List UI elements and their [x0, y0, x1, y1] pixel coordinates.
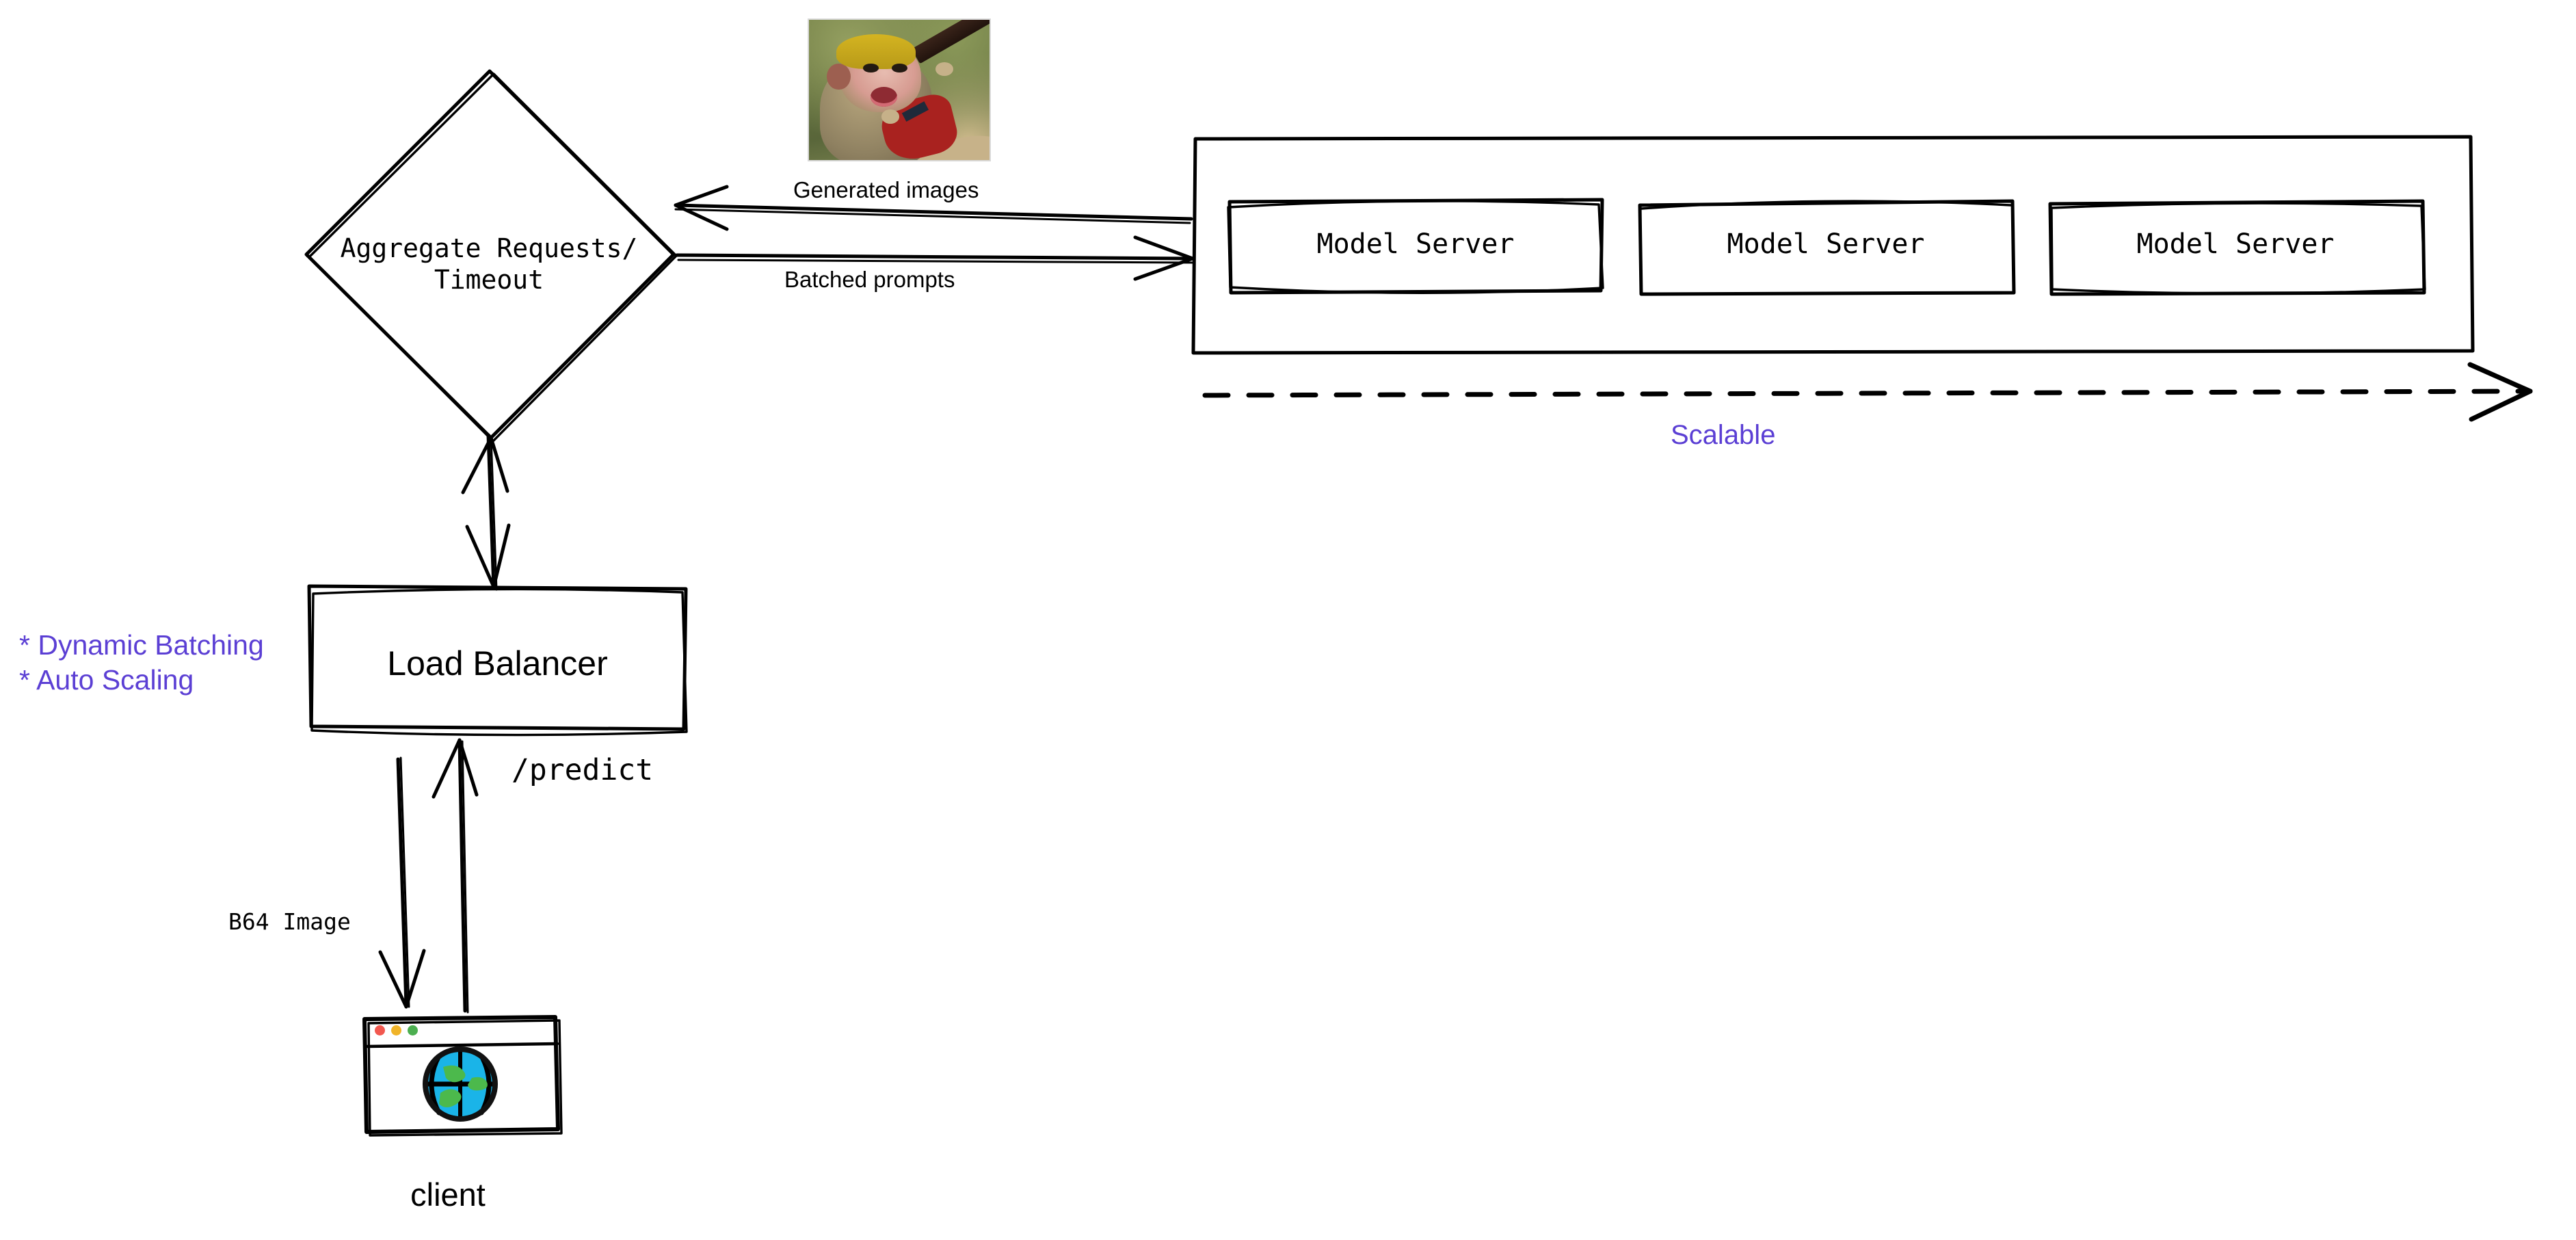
- batched-prompts-arrow: [675, 235, 1195, 281]
- model-server-container-shape: [1191, 135, 2475, 355]
- feature-notes-annotation: * Dynamic Batching * Auto Scaling: [19, 629, 264, 696]
- scalable-dashed-arrow: [1202, 362, 2533, 422]
- model-server-box-3-shape: [2048, 199, 2426, 296]
- model-server-box-2-shape: [1638, 199, 2016, 296]
- globe-landmass: [439, 1065, 488, 1107]
- load-balancer-label: Load Balancer: [387, 644, 608, 683]
- image-monkey-eye-left: [863, 63, 879, 72]
- predict-endpoint-label: /predict: [512, 753, 654, 787]
- image-monkey-cap: [836, 34, 916, 69]
- diamond-loadbalancer-arrow: [461, 433, 511, 591]
- model-server-label-1: Model Server: [1316, 228, 1515, 260]
- client-label: client: [410, 1176, 486, 1213]
- model-server-box-1-shape: [1227, 198, 1604, 295]
- generated-images-arrow: [674, 185, 1193, 231]
- browser-dot-yellow: [391, 1025, 401, 1035]
- image-monkey-hand-lower: [881, 109, 899, 124]
- generated-images-label: Generated images: [793, 177, 979, 202]
- image-monkey-eye-right: [892, 63, 907, 72]
- batched-prompts-label: Batched prompts: [784, 267, 955, 292]
- model-server-label-3: Model Server: [2136, 228, 2335, 260]
- client-browser-window: [362, 1017, 556, 1133]
- load-balancer-box-shape: [307, 584, 688, 737]
- browser-dot-red: [375, 1025, 385, 1035]
- image-monkey-mouth: [870, 87, 898, 107]
- b64-image-label: B64 Image: [228, 908, 351, 935]
- predict-arrow: [431, 738, 479, 1014]
- image-monkey-ear: [827, 63, 851, 90]
- b64-image-arrow: [378, 756, 426, 1009]
- scalable-annotation: Scalable: [1671, 420, 1776, 450]
- client-browser-frame-shape: [362, 1015, 563, 1137]
- aggregate-requests-label: Aggregate Requests/ Timeout: [340, 233, 638, 295]
- generated-sample-image: [808, 18, 991, 161]
- image-monkey-hand-upper: [935, 62, 954, 76]
- model-server-label-2: Model Server: [1727, 228, 1925, 260]
- globe-outline-overlay: [423, 1046, 498, 1122]
- browser-dot-green: [408, 1025, 418, 1035]
